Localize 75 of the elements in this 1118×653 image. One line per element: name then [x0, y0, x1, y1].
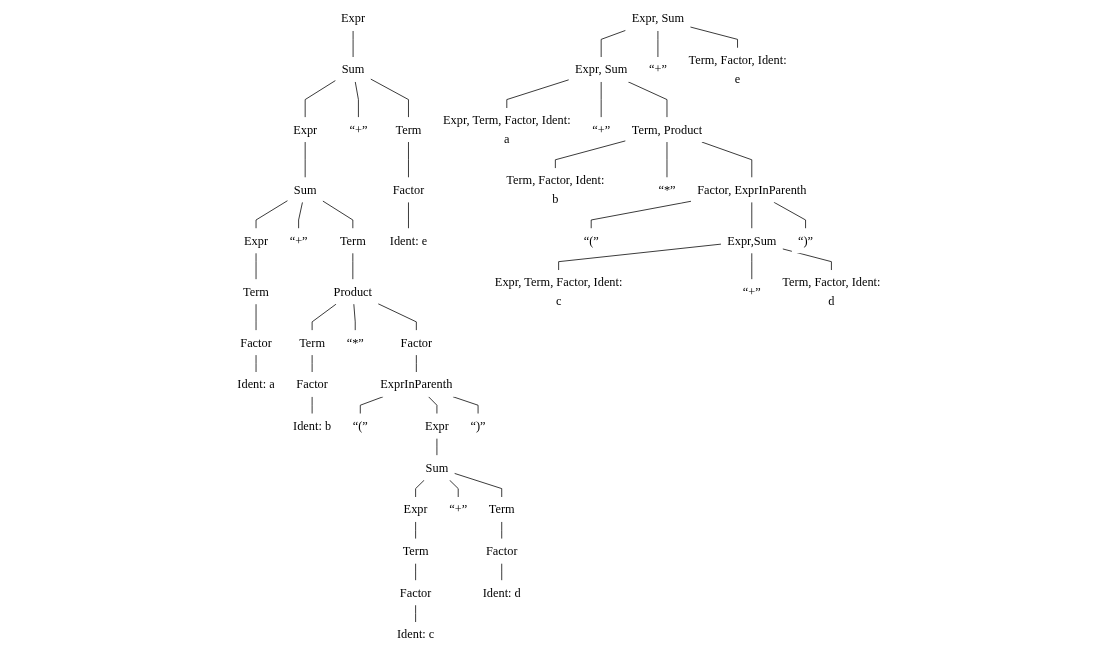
connector — [255, 200, 289, 229]
node-text: Expr — [244, 233, 269, 247]
connector — [360, 396, 384, 415]
node-text: Factor — [486, 544, 518, 558]
node-text: Term, Factor, Ident: e — [688, 53, 787, 85]
connector — [298, 201, 303, 229]
node-text: Term — [395, 122, 422, 136]
node-text: Sum — [425, 460, 449, 474]
connector — [408, 201, 409, 229]
connector — [452, 396, 479, 415]
connector — [506, 79, 570, 109]
connector — [415, 563, 417, 581]
node-text: “+” — [592, 122, 611, 136]
connector — [773, 201, 807, 229]
node-text: Expr, Term, Factor, Ident: a — [443, 113, 571, 146]
node-text: Sum — [293, 182, 317, 197]
node-text: Expr, Term, Factor, Ident: c — [494, 275, 623, 308]
connector — [701, 141, 753, 178]
node-text: Ident: e — [389, 233, 428, 247]
node-text: Factor — [399, 585, 432, 599]
node-text: “+” — [649, 62, 667, 76]
node-text: ExprInParenth — [380, 377, 453, 391]
node-text: Product — [333, 284, 373, 298]
connector — [555, 140, 627, 169]
connector — [408, 141, 409, 178]
connector — [689, 26, 738, 49]
connector — [415, 479, 425, 498]
node-text: Ident: c — [397, 627, 435, 641]
node-text: Term, Factor, Ident: b — [506, 173, 605, 206]
connector — [627, 81, 668, 118]
node-text: Sum — [341, 62, 365, 76]
node-text: “+” — [289, 233, 308, 247]
node-text: Expr — [425, 419, 450, 433]
connector — [304, 80, 337, 118]
node-text: Ident: b — [293, 419, 332, 433]
node-text: Ident: a — [237, 377, 275, 391]
node-text: Expr — [293, 122, 318, 136]
connector — [311, 303, 337, 331]
connector — [353, 303, 356, 331]
node-text: Term — [299, 335, 326, 349]
node-text: Expr, Sum — [575, 62, 628, 76]
connector — [558, 243, 722, 271]
node-text: Term — [243, 284, 270, 298]
node-text: Factor — [392, 182, 425, 197]
node-text: “+” — [349, 122, 368, 136]
node-text: Expr, Sum — [631, 11, 685, 25]
node-text: Factor — [296, 377, 328, 391]
connector — [354, 81, 359, 118]
connector — [454, 473, 503, 498]
connector — [590, 200, 692, 229]
node-text: Expr — [403, 502, 428, 516]
connector — [370, 78, 409, 118]
node-text: Factor, ExprInParenth — [697, 182, 807, 197]
node-text: “*” — [658, 182, 676, 197]
connector — [322, 200, 354, 229]
node-text: Term — [488, 502, 515, 516]
node-text: Term, Factor, Ident: d — [782, 275, 881, 308]
connector — [415, 604, 417, 623]
node-text: Term — [339, 233, 366, 247]
connector — [377, 303, 417, 331]
node-text: “(” — [352, 419, 368, 433]
node-text: Term — [402, 544, 429, 558]
node-text: Term, Product — [631, 122, 703, 136]
node-text: Factor — [400, 335, 433, 349]
node-text: “)” — [470, 419, 486, 433]
node-text: “+” — [742, 284, 761, 298]
node-text: Ident: d — [482, 585, 521, 599]
node-text: Expr,Sum — [727, 233, 777, 247]
connector — [782, 248, 832, 271]
node-text: Expr — [341, 11, 366, 25]
node-text: “(” — [583, 233, 599, 247]
node-text: “+” — [449, 502, 468, 516]
node-text: Factor — [240, 335, 272, 349]
node-text: “*” — [346, 335, 364, 349]
connector — [415, 521, 417, 540]
